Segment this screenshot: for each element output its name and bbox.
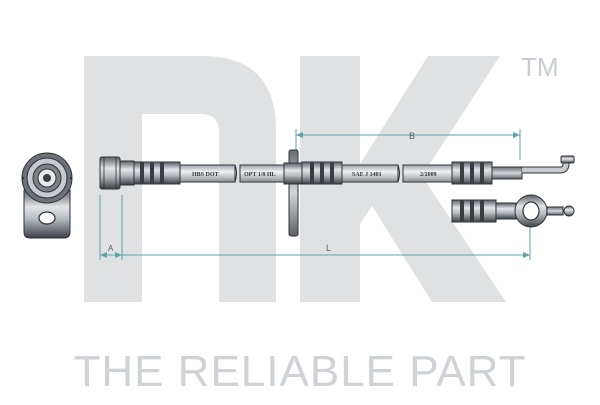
- label-b: B: [409, 131, 415, 141]
- label-l: L: [326, 243, 331, 253]
- dimension-arrows: [100, 132, 530, 258]
- hose-marking-2: OPT 1/8 HL: [244, 172, 276, 178]
- hose-marking-1: HBS DOT: [192, 172, 219, 178]
- dimension-lines: [99, 129, 531, 260]
- trademark-symbol: TM: [521, 52, 559, 82]
- label-a: A: [108, 244, 114, 253]
- end-view-fitting: [21, 152, 73, 239]
- hose-assembly: HBS DOT OPT 1/8 HL SAE J 1401 2/2009: [99, 149, 575, 237]
- hose-marking-3: SAE J 1401: [352, 172, 382, 178]
- banjo-end-detail: [451, 194, 575, 228]
- hose-marking-4: 2/2009: [420, 172, 437, 178]
- brand-tagline: THE RELIABLE PART: [73, 347, 527, 396]
